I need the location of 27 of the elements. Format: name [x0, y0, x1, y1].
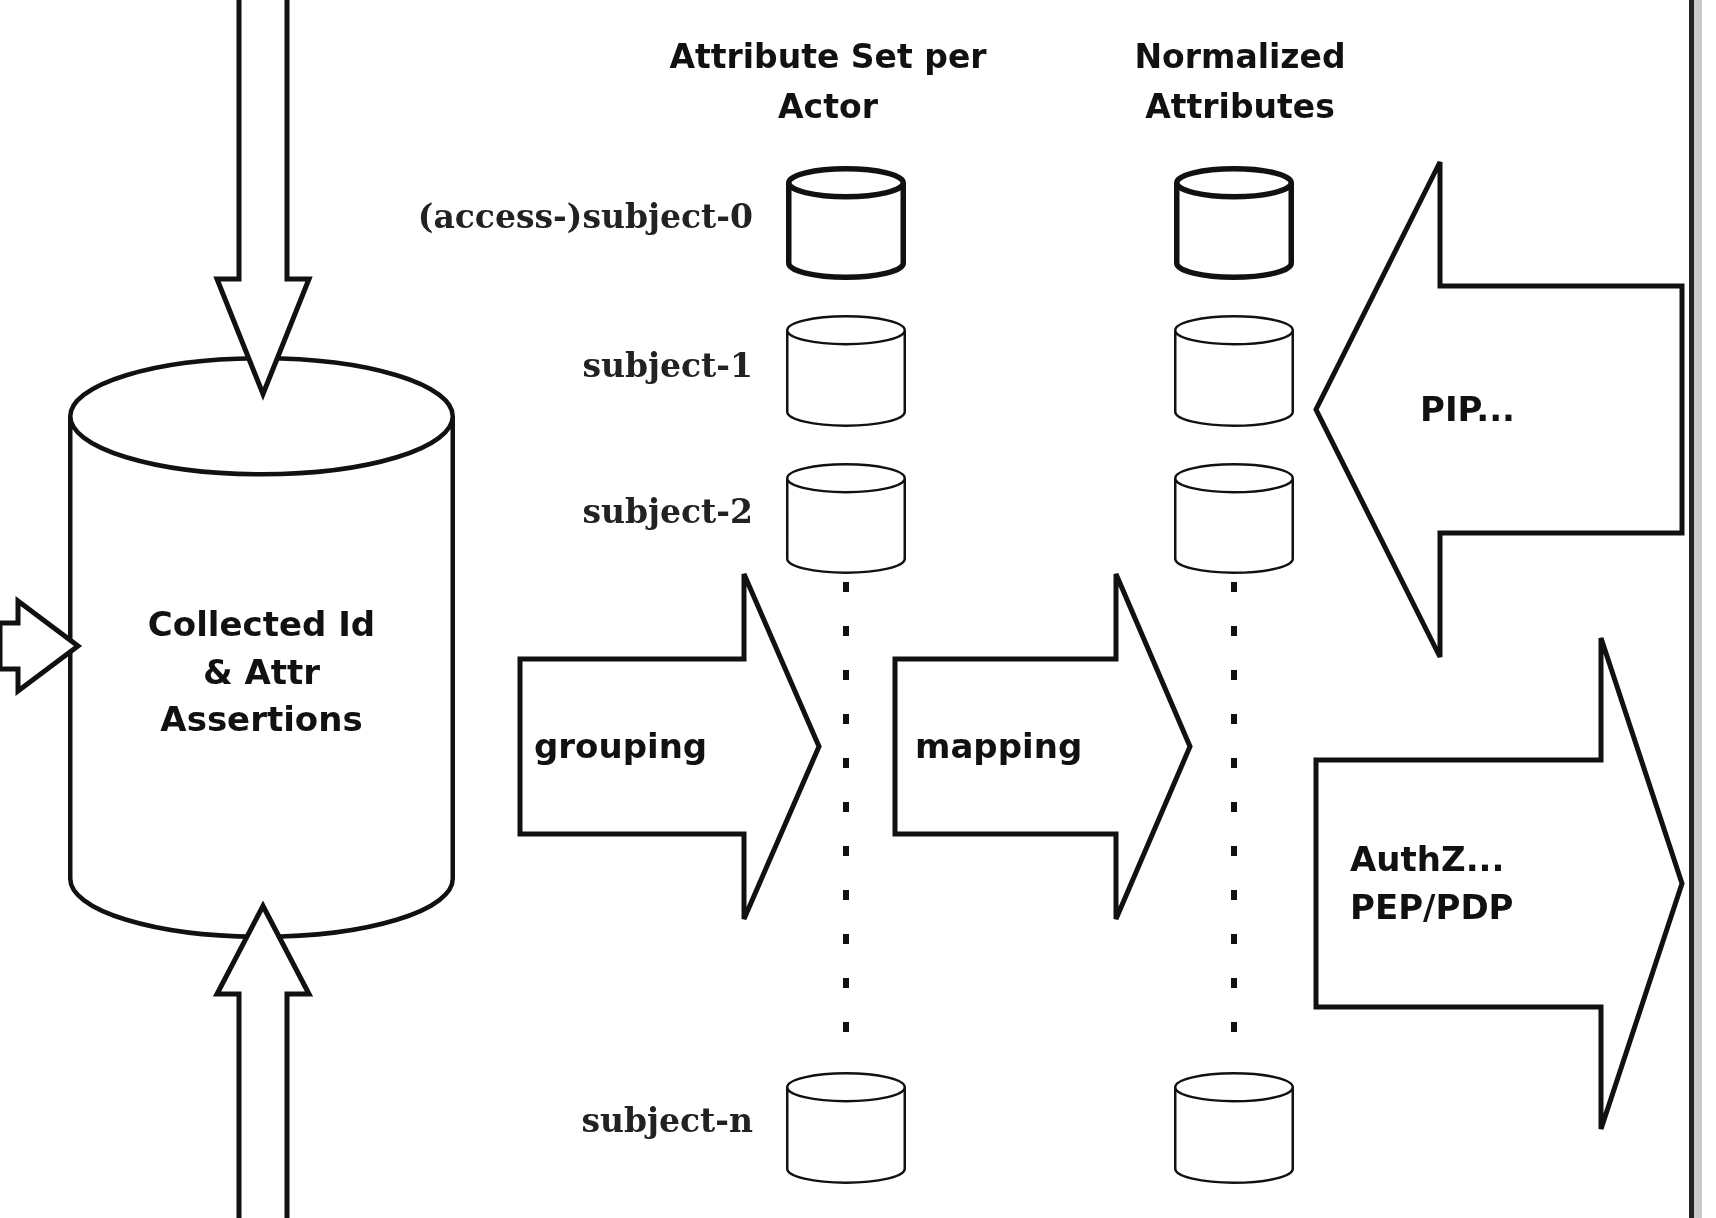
block-arrow	[212, 900, 314, 1218]
database-cylinder	[1174, 315, 1294, 427]
database-cylinder	[786, 315, 906, 427]
database-cylinder	[1174, 463, 1294, 574]
edge-label: mapping	[915, 725, 1083, 768]
subject-label: subject-2	[582, 492, 753, 531]
database-cylinder	[68, 356, 455, 939]
database-cylinder	[786, 463, 906, 574]
block-arrow	[1313, 159, 1685, 660]
edge-label: PIP...	[1420, 388, 1515, 431]
block-arrow	[517, 571, 822, 922]
column-heading: Attribute Set per Actor	[668, 36, 988, 128]
database-cylinder	[786, 166, 906, 280]
edge-label: grouping	[534, 725, 708, 768]
database-cylinder	[1174, 1072, 1294, 1184]
database-cylinder	[786, 1072, 906, 1184]
block-arrow	[0, 596, 83, 696]
subject-label: subject-1	[582, 346, 753, 385]
block-arrow	[892, 571, 1193, 922]
block-arrow	[213, 0, 313, 401]
block-arrow	[1313, 635, 1685, 1132]
subject-label: subject-n	[581, 1101, 753, 1140]
column-heading: Normalized Attributes	[1133, 36, 1347, 128]
database-cylinder	[1174, 166, 1294, 280]
edge-label: AuthZ... PEP/PDP	[1350, 838, 1515, 929]
cylinder-label: Collected Id & Attr Assertions	[146, 603, 377, 742]
subject-label: (access-)subject-0	[417, 197, 753, 236]
